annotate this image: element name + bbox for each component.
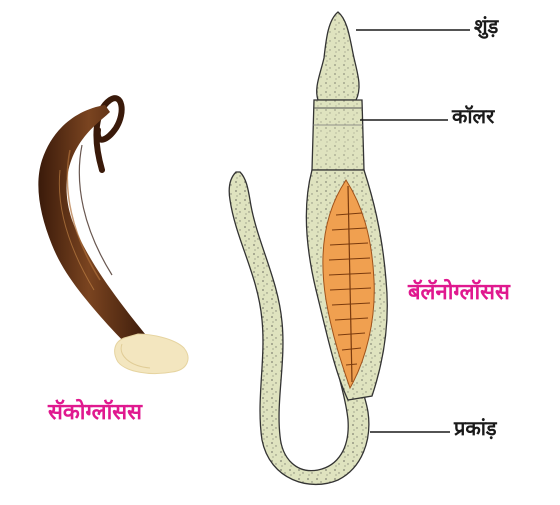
- collar-label: कॉलर: [452, 106, 494, 126]
- saccoglossus-label: सॅकोग्लॉसस: [48, 402, 142, 424]
- trunk-label: प्रकांड़: [454, 418, 497, 438]
- balanoglossus-drawing: [229, 12, 387, 484]
- saccoglossus-specimen: [38, 98, 188, 373]
- proboscis-label: शुंड़: [474, 16, 498, 36]
- balanoglossus-label: बॅलॅनोग्लॉसस: [408, 282, 510, 304]
